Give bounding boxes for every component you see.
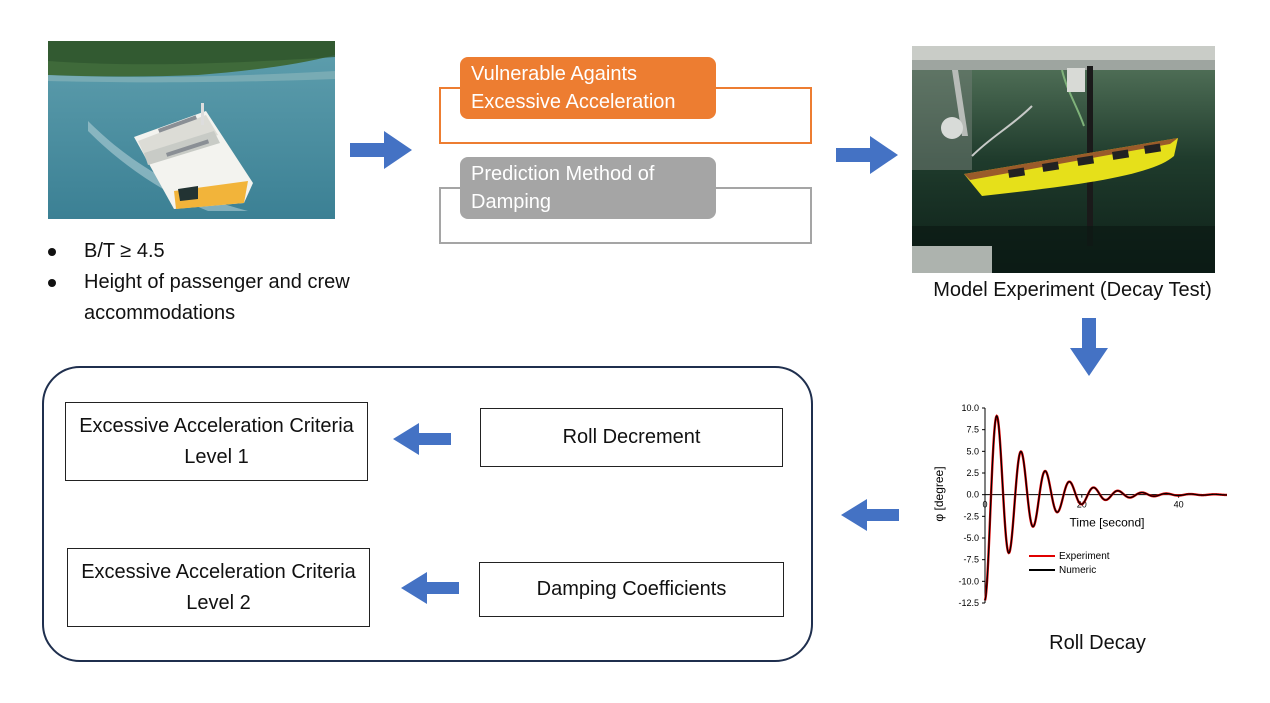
criteria-level-2-text: Excessive Acceleration Criteria Level 2 <box>81 560 356 614</box>
feature-text: B/T ≥ 4.5 <box>84 240 165 262</box>
y-tick-label: -10.0 <box>958 576 979 586</box>
decay-test-photo <box>912 46 1215 273</box>
roll-decrement-text: Roll Decrement <box>562 426 701 448</box>
ship-feature-list: B/T ≥ 4.5 Height of passenger and crew a… <box>42 236 382 329</box>
ferry-photo <box>48 41 335 219</box>
prediction-label: Prediction Method of Damping <box>460 157 716 219</box>
series-line-numeric <box>984 415 1227 601</box>
criteria-level-1-box: Excessive Acceleration Criteria Level 1 <box>65 402 368 481</box>
y-axis-label: φ [degree] <box>932 466 946 521</box>
prediction-text: Prediction Method of Damping <box>471 163 655 213</box>
feature-text: Height of passenger and crew accommodati… <box>84 271 350 324</box>
arrow-left-icon <box>393 423 451 455</box>
roll-decay-caption: Roll Decay <box>1049 632 1146 654</box>
y-tick-label: -7.5 <box>963 555 979 565</box>
series-line-experiment <box>983 414 1227 601</box>
y-tick-label: 5.0 <box>966 446 979 456</box>
damping-coefficients-box: Damping Coefficients <box>479 562 784 617</box>
legend-label: Numeric <box>1059 565 1096 576</box>
experiment-caption: Model Experiment (Decay Test) <box>933 279 1212 301</box>
legend-label: Experiment <box>1059 551 1110 562</box>
y-tick-label: 2.5 <box>966 468 979 478</box>
list-item: Height of passenger and crew accommodati… <box>42 267 382 329</box>
criteria-frame <box>42 366 813 662</box>
x-axis-label: Time [second] <box>1070 516 1145 530</box>
list-item: B/T ≥ 4.5 <box>42 236 382 267</box>
arrow-left-icon <box>401 572 459 604</box>
y-tick-label: -5.0 <box>963 533 979 543</box>
criteria-level-2-box: Excessive Acceleration Criteria Level 2 <box>67 548 370 627</box>
vulnerable-text: Vulnerable Againts Excessive Acceleratio… <box>471 63 676 113</box>
roll-decrement-box: Roll Decrement <box>480 408 783 467</box>
y-tick-label: 0.0 <box>966 490 979 500</box>
bullet-icon <box>48 279 56 287</box>
y-tick-label: 10.0 <box>961 403 979 413</box>
arrow-down-icon <box>1070 318 1108 376</box>
arrow-left-icon <box>841 499 899 531</box>
damping-coefficients-text: Damping Coefficients <box>536 578 727 600</box>
x-tick-label: 40 <box>1174 500 1184 510</box>
bullet-icon <box>48 248 56 256</box>
criteria-level-1-text: Excessive Acceleration Criteria Level 1 <box>79 414 354 468</box>
arrow-right-icon <box>836 136 898 174</box>
y-tick-label: 7.5 <box>966 425 979 435</box>
x-tick-label: 0 <box>982 500 987 510</box>
y-tick-label: -12.5 <box>958 598 979 608</box>
arrow-right-icon <box>350 131 412 169</box>
y-tick-label: -2.5 <box>963 511 979 521</box>
vulnerable-label: Vulnerable Againts Excessive Acceleratio… <box>460 57 716 119</box>
